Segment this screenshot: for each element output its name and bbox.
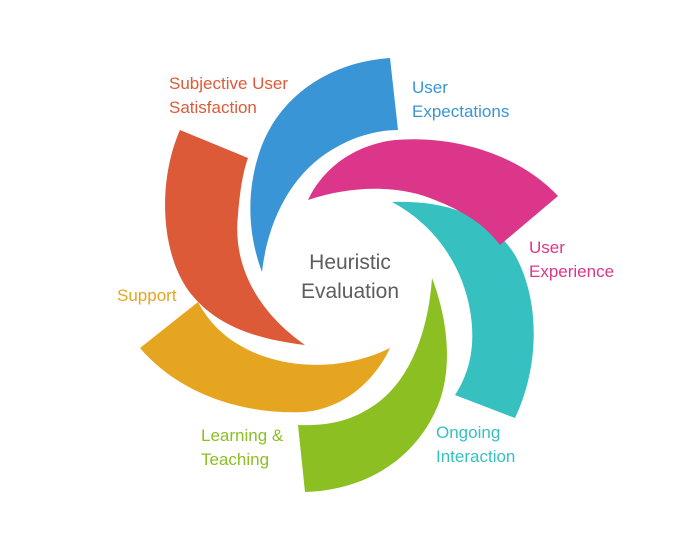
- center-title-line-1: Heuristic: [309, 251, 391, 274]
- label-user-experience-line-1: User: [529, 238, 565, 257]
- label-user-experience: User Experience: [529, 236, 614, 284]
- segment-user-experience: [308, 139, 558, 245]
- center-title: Heuristic Evaluation: [260, 248, 440, 306]
- segment-user-expectations: [250, 58, 398, 272]
- label-support-line-1: Support: [117, 286, 177, 305]
- label-support: Support: [117, 284, 177, 308]
- label-learning-teaching: Learning & Teaching: [201, 424, 283, 472]
- label-user-expectations: User Expectations: [412, 76, 509, 124]
- label-user-expectations-line-1: User: [412, 78, 448, 97]
- label-subjective-user-satisfaction-line-2: Satisfaction: [169, 98, 257, 117]
- label-user-expectations-line-2: Expectations: [412, 102, 510, 121]
- label-learning-teaching-line-2: Teaching: [201, 450, 270, 469]
- segment-support: [140, 302, 390, 413]
- label-subjective-user-satisfaction-line-1: Subjective User: [169, 74, 289, 93]
- label-learning-teaching-line-1: Learning &: [201, 426, 284, 445]
- center-title-line-2: Evaluation: [300, 280, 400, 303]
- label-ongoing-interaction-line-1: Ongoing: [436, 423, 501, 442]
- segment-ongoing-interaction: [392, 201, 534, 418]
- segment-learning-teaching: [298, 278, 447, 492]
- label-ongoing-interaction-line-2: Interaction: [436, 447, 516, 466]
- label-ongoing-interaction: Ongoing Interaction: [436, 421, 515, 469]
- label-user-experience-line-2: Experience: [529, 262, 615, 281]
- label-subjective-user-satisfaction: Subjective User Satisfaction: [169, 72, 288, 120]
- segment-subjective-user-satisfaction: [165, 130, 305, 345]
